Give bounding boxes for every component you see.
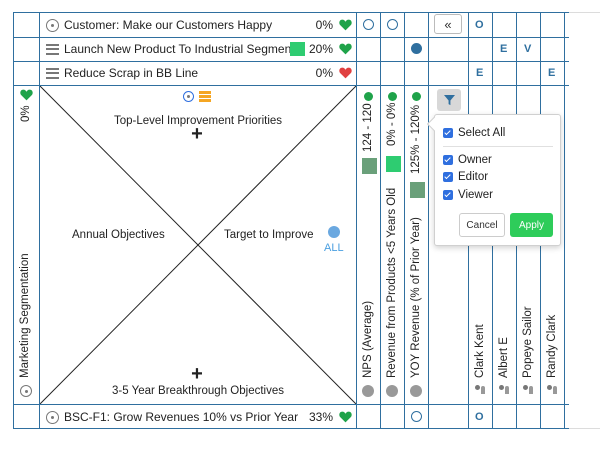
list-icon xyxy=(46,43,59,56)
collapse-button[interactable]: « xyxy=(434,14,462,34)
viewer-checkbox[interactable]: Viewer xyxy=(443,189,493,201)
objective-row[interactable]: Customer: Make our Customers Happy 0% xyxy=(40,13,357,37)
person-name: Randy Clark xyxy=(546,314,558,378)
gauge-icon[interactable] xyxy=(386,385,398,397)
role-letter[interactable]: E xyxy=(476,67,484,79)
objective-percent: 0% xyxy=(315,18,333,32)
metric-square xyxy=(410,182,425,198)
role-letter[interactable]: O xyxy=(475,411,484,423)
objective-row[interactable]: BSC-F1: Grow Revenues 10% vs Prior Year … xyxy=(40,405,357,429)
status-circle[interactable] xyxy=(387,19,398,30)
status-dot xyxy=(364,92,373,101)
heart-icon xyxy=(339,43,352,55)
gauge-icon[interactable] xyxy=(410,385,422,397)
role-letter[interactable]: V xyxy=(524,43,532,55)
role-letter[interactable]: E xyxy=(500,43,508,55)
heart-icon xyxy=(339,411,352,423)
select-all-checkbox[interactable]: Select All xyxy=(443,127,505,139)
heart-icon xyxy=(20,89,33,101)
add-top-button[interactable]: + xyxy=(191,123,203,145)
metric-name: YOY Revenue (% of Prior Year) xyxy=(410,217,422,378)
gauge-icon[interactable] xyxy=(328,226,340,238)
bottom-label: 3-5 Year Breakthrough Objectives xyxy=(112,385,284,397)
top-label: Top-Level Improvement Priorities xyxy=(113,115,283,127)
compass-icon[interactable] xyxy=(183,91,194,102)
metric-range: 0% - 0% xyxy=(386,102,398,146)
objective-row[interactable]: Launch New Product To Industrial Segment… xyxy=(40,37,357,61)
side-label: Marketing Segmentation xyxy=(19,253,31,378)
heart-icon xyxy=(339,19,352,31)
checkbox-icon xyxy=(443,172,453,182)
checkbox-icon xyxy=(443,155,453,165)
all-badge[interactable]: ALL xyxy=(324,242,344,254)
objective-row[interactable]: Reduce Scrap in BB Line 0% xyxy=(40,61,357,85)
metric-name: Revenue from Products <5 Years Old xyxy=(386,187,398,378)
status-circle[interactable] xyxy=(363,19,374,30)
compass-icon xyxy=(46,410,59,424)
objective-label: Launch New Product To Industrial Segment xyxy=(64,42,295,56)
apply-button[interactable]: Apply xyxy=(510,213,553,237)
objective-percent: 20% xyxy=(308,42,333,56)
compass-icon xyxy=(46,18,59,32)
person-icon xyxy=(475,385,487,395)
filter-button[interactable] xyxy=(437,89,461,111)
option-label: Editor xyxy=(458,171,489,183)
owner-checkbox[interactable]: Owner xyxy=(443,154,492,166)
metric-name: NPS (Average) xyxy=(362,300,374,378)
divider xyxy=(443,146,553,147)
x-matrix xyxy=(40,86,356,404)
person-name: Popeye Sailor xyxy=(522,306,534,378)
filter-popup: Select All Owner Editor Viewer Cancel Ap… xyxy=(426,114,561,246)
metric-range: 124 - 120 xyxy=(362,103,374,152)
select-all-label: Select All xyxy=(458,127,506,139)
status-dot xyxy=(388,92,397,101)
right-label: Target to Improve xyxy=(224,229,314,241)
cancel-button[interactable]: Cancel xyxy=(459,213,505,237)
add-bottom-button[interactable]: + xyxy=(191,363,203,385)
person-name: Albert E xyxy=(498,337,510,378)
objective-label: Reduce Scrap in BB Line xyxy=(64,66,199,80)
metric-square xyxy=(386,156,401,172)
filter-icon xyxy=(443,94,455,105)
editor-checkbox[interactable]: Editor xyxy=(443,171,488,183)
option-label: Viewer xyxy=(458,189,493,201)
checkbox-icon xyxy=(443,128,453,138)
person-icon xyxy=(499,385,511,395)
objective-label: BSC-F1: Grow Revenues 10% vs Prior Year xyxy=(64,410,299,424)
option-label: Owner xyxy=(458,154,492,166)
status-circle[interactable] xyxy=(411,411,422,422)
person-icon xyxy=(523,385,535,395)
objective-percent: 33% xyxy=(308,410,333,424)
side-percent: 0% xyxy=(20,105,32,122)
metric-range: 125% - 120% xyxy=(410,104,422,174)
checkbox-icon xyxy=(443,190,453,200)
objective-percent: 0% xyxy=(315,66,333,80)
role-letter[interactable]: E xyxy=(548,67,556,79)
heart-icon xyxy=(339,67,352,79)
person-icon xyxy=(547,385,559,395)
gauge-icon[interactable] xyxy=(362,385,374,397)
progress-square xyxy=(290,42,305,56)
role-letter[interactable]: O xyxy=(475,19,484,31)
popup-arrow xyxy=(426,116,442,132)
stack-icon[interactable] xyxy=(199,91,211,102)
person-name: Clark Kent xyxy=(474,324,486,378)
compass-icon[interactable] xyxy=(20,385,32,397)
metric-square xyxy=(362,158,377,174)
status-dot[interactable] xyxy=(411,43,422,54)
left-label: Annual Objectives xyxy=(72,229,165,241)
objective-label: Customer: Make our Customers Happy xyxy=(64,18,273,32)
status-dot xyxy=(412,92,421,101)
list-icon xyxy=(46,67,59,80)
